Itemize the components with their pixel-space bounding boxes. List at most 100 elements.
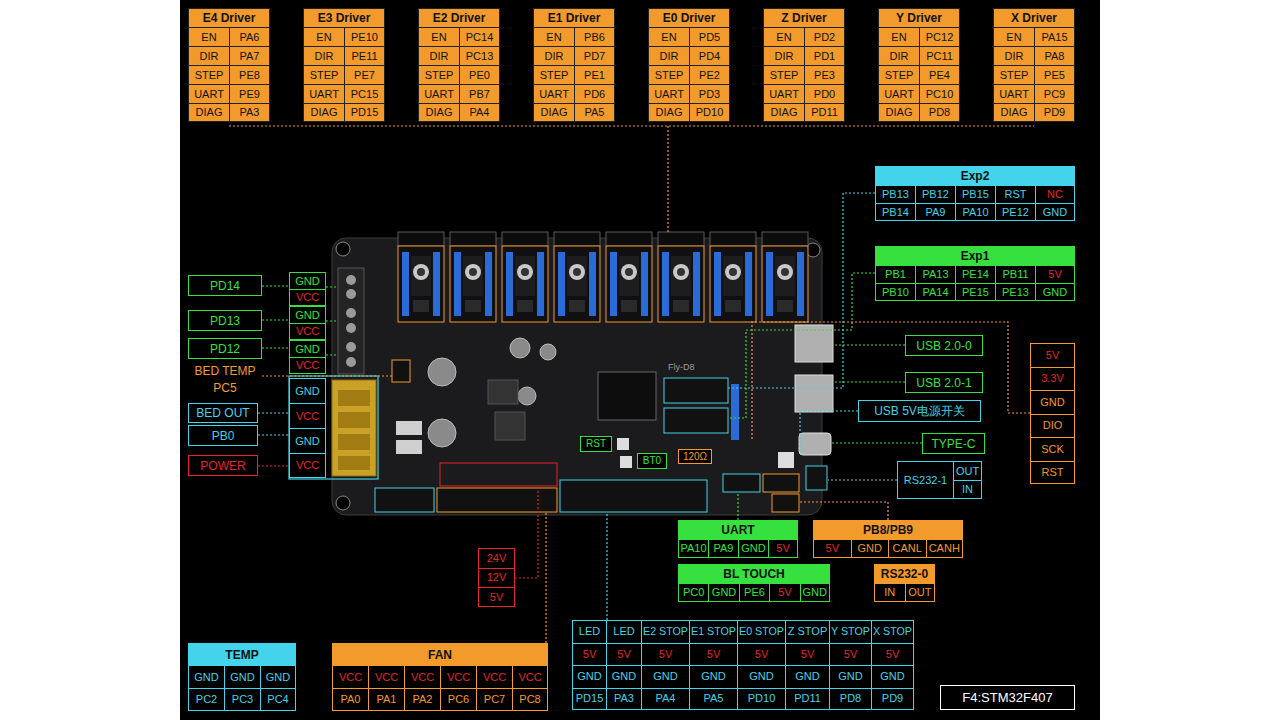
pin-text: GND	[795, 671, 819, 682]
pin-cell: GND	[800, 583, 830, 602]
pin-text: GND	[858, 543, 882, 554]
pin-cell: DIO	[1030, 414, 1075, 439]
pin-cell: 3.3V	[1030, 367, 1075, 392]
pin-text: DIAG	[1001, 107, 1028, 118]
pin-text: PA14	[922, 287, 948, 298]
pin-cell: SCK	[1030, 437, 1075, 462]
mount-hole	[336, 242, 350, 256]
fan-headers	[437, 488, 557, 512]
pin-text: 5V	[1048, 269, 1061, 280]
pin-text: GND	[1040, 397, 1064, 408]
pin-text: PB0	[212, 430, 235, 442]
pin-text: RS232-1	[904, 475, 947, 486]
pin-text: PA4	[470, 107, 490, 118]
pin-text: PE2	[699, 70, 720, 81]
pin-cell: PC4	[260, 688, 296, 711]
pin-text: DIR	[775, 51, 794, 62]
pin-text: VCC	[411, 672, 434, 683]
pin-text: PE14	[962, 269, 989, 280]
pin-cell: GND	[289, 428, 326, 454]
pin-cell: NC	[1035, 185, 1075, 204]
pin-cell: PD7	[574, 46, 615, 66]
pin-text: PA3	[614, 693, 634, 704]
pin-text: 5V	[755, 649, 768, 660]
pin-cell: PE8	[229, 65, 270, 85]
pin-cell: 120Ω	[678, 449, 712, 464]
pin-cell: PA9	[708, 539, 739, 558]
pin-cell: GND	[289, 306, 326, 324]
pin-text: PD2	[814, 32, 835, 43]
table-heading: Exp1	[961, 250, 990, 262]
pin-text: BT0	[643, 456, 661, 466]
pin-text: 5V	[583, 649, 596, 660]
screw	[346, 275, 356, 285]
pin-cell: UART	[678, 520, 798, 540]
pin-cell: PC5	[188, 380, 262, 397]
pin-text: STEP	[770, 70, 799, 81]
switch-label: USB 5V电源开关	[858, 400, 981, 422]
leader-lines	[229, 126, 1034, 643]
pin-cell: EN	[648, 27, 690, 47]
pin-cell: PE15	[955, 283, 996, 301]
pin-text: BED OUT	[196, 407, 249, 419]
pin-cell: DIAG	[993, 103, 1035, 122]
pin-text: STEP	[540, 70, 569, 81]
pin-text: STEP	[425, 70, 454, 81]
pin-cell: GND	[851, 539, 890, 558]
pin-text: CANH	[929, 543, 960, 554]
pin-text: PE13	[1002, 287, 1029, 298]
pin-label: BED TEMPPC5	[188, 363, 262, 396]
pin-cell: 5V	[871, 643, 914, 667]
pin-text: GND	[1043, 287, 1067, 298]
pin-text: CANL	[893, 543, 922, 554]
pin-text: PC5	[213, 382, 236, 394]
pin-text: GND	[194, 672, 218, 683]
pin-text: PE4	[929, 70, 950, 81]
pin-text: PE8	[239, 70, 260, 81]
pin-cell: 12V	[478, 568, 515, 589]
pin-cell: PA5	[689, 688, 738, 711]
pin-text: PD9	[882, 693, 903, 704]
pin-cell: 5V	[478, 587, 515, 607]
pin-text: EN	[776, 32, 791, 43]
screw-terminal	[338, 268, 364, 374]
pin-text: PE15	[962, 287, 989, 298]
leader-line	[834, 344, 905, 345]
temp-headers	[375, 488, 434, 512]
pin-cell: STEP	[993, 65, 1035, 85]
leader-line	[752, 322, 1030, 440]
uart-pin-table: UARTPA10PA9GND5V	[678, 520, 798, 558]
pin-cell: OUT	[953, 461, 982, 481]
pin-text: PD1	[814, 51, 835, 62]
pin-cell: PB1	[875, 265, 916, 284]
pin-cell: DIR	[993, 46, 1035, 66]
driver-module	[450, 232, 496, 322]
pin-cell: TEMP	[188, 643, 296, 666]
pin-text: LED	[579, 626, 600, 637]
pin-cell: STEP	[878, 65, 920, 85]
capacitor	[428, 358, 456, 386]
pin-cell: LED	[606, 620, 642, 644]
pin-text: 24V	[487, 553, 507, 564]
pin-cell: PC11	[919, 46, 960, 66]
pin-cell: 5V	[689, 643, 738, 667]
pin-cell: DIAG	[878, 103, 920, 122]
pin-cell: STEP	[648, 65, 690, 85]
pin-text: DIAG	[196, 107, 223, 118]
pin-cell: UART	[993, 84, 1035, 104]
pin-cell: 5V	[1035, 265, 1075, 284]
pin-cell: PB13	[875, 185, 916, 204]
driver-pin-table: E4 DriverENPA6DIRPA7STEPPE8UARTPE9DIAGPA…	[188, 8, 270, 122]
pin-cell: EN	[878, 27, 920, 47]
pin-cell: PC9	[1034, 84, 1075, 104]
pin-text: RST	[586, 439, 606, 449]
table-heading: FAN	[428, 649, 452, 661]
pin-text: VCC	[518, 672, 541, 683]
pin-text: DIR	[660, 51, 679, 62]
pin-cell: DIR	[303, 46, 345, 66]
mcu-label: F4:STM32F407	[940, 685, 1075, 710]
pin-text: VCC	[296, 326, 319, 337]
capacitor	[518, 387, 536, 405]
pin-cell: GND	[188, 665, 225, 689]
